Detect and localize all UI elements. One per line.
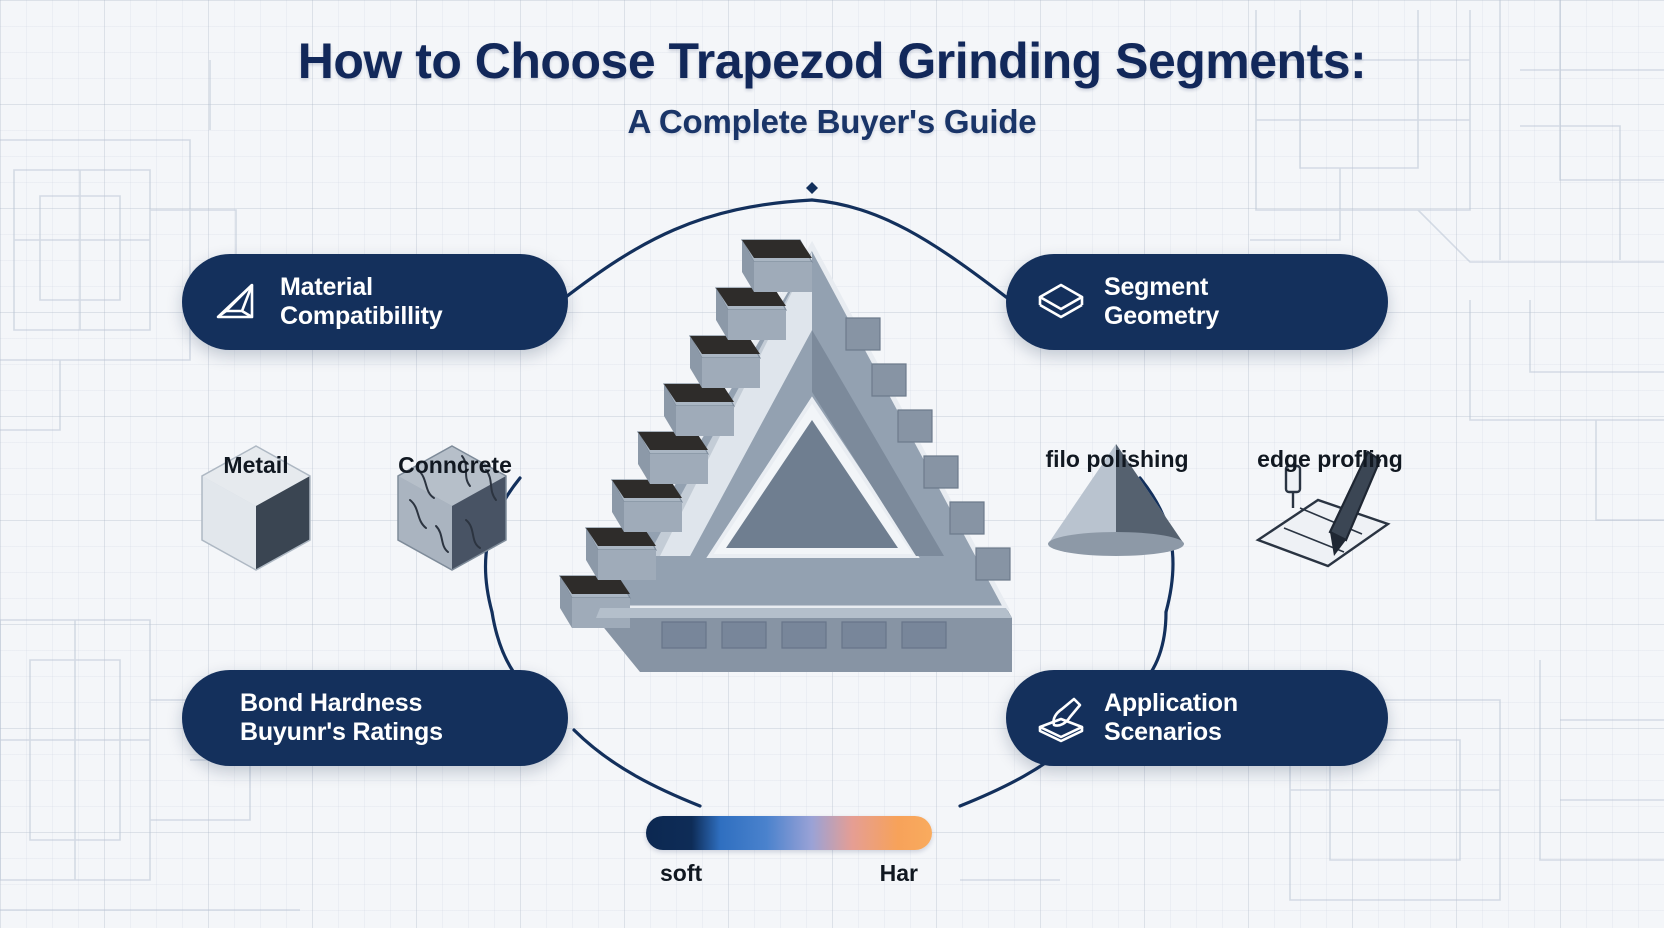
stacked-plates-icon bbox=[1038, 283, 1084, 319]
pill-material-label: Material Compatibillity bbox=[280, 272, 443, 331]
grit-teeth-bottom-row bbox=[661, 621, 947, 649]
hardness-scale: soft Har bbox=[646, 816, 932, 887]
hardness-soft-label: soft bbox=[660, 860, 703, 886]
pill-material-compatibility[interactable]: Material Compatibillity bbox=[182, 254, 568, 350]
hand-grinder-icon bbox=[1038, 697, 1084, 743]
page-title: How to Choose Trapezod Grinding Segments… bbox=[297, 33, 1367, 89]
sample-concrete: Conncrete bbox=[362, 446, 548, 479]
pill-application-label: Application Scenarios bbox=[1104, 688, 1238, 747]
polishing-cone-icon bbox=[1048, 444, 1184, 556]
pill-bond-hardness[interactable]: Bond Hardness Buyunr's Ratings bbox=[182, 670, 568, 766]
sample-concrete-label: Conncrete bbox=[398, 452, 512, 478]
pill-segment-geometry[interactable]: Segment Geometry bbox=[1006, 254, 1388, 350]
sample-metal: Metail bbox=[168, 446, 344, 479]
connector-arcs bbox=[483, 198, 1175, 808]
pill-bond-label: Bond Hardness Buyunr's Ratings bbox=[240, 688, 443, 747]
metal-cube-icon bbox=[201, 445, 311, 571]
edge-tool-icon bbox=[1255, 450, 1391, 568]
pill-geometry-label: Segment Geometry bbox=[1104, 272, 1220, 331]
grit-teeth-left bbox=[558, 239, 814, 628]
trapezoid-grinding-triangle bbox=[558, 239, 1012, 672]
hardness-hard-label: Har bbox=[879, 860, 918, 886]
hardness-gradient-bar[interactable] bbox=[646, 816, 932, 850]
pill-application-scenarios[interactable]: Application Scenarios bbox=[1006, 670, 1388, 766]
sample-metal-label: Metail bbox=[223, 452, 289, 478]
concrete-cube-icon bbox=[397, 445, 507, 571]
sample-floor-polishing: filo polishing bbox=[1022, 440, 1212, 473]
wedge-block-icon bbox=[216, 283, 254, 319]
header-block: How to Choose Trapezod Grinding Segments… bbox=[0, 34, 1664, 141]
sample-edge-profiling: edge profling bbox=[1232, 440, 1428, 473]
sample-polishing-label: filo polishing bbox=[1045, 446, 1189, 472]
grit-teeth-right bbox=[845, 317, 1011, 581]
page-subtitle: A Complete Buyer's Guide bbox=[627, 103, 1037, 140]
arc-top-diamond-marker bbox=[806, 182, 818, 194]
sample-edge-label: edge profling bbox=[1257, 446, 1403, 472]
